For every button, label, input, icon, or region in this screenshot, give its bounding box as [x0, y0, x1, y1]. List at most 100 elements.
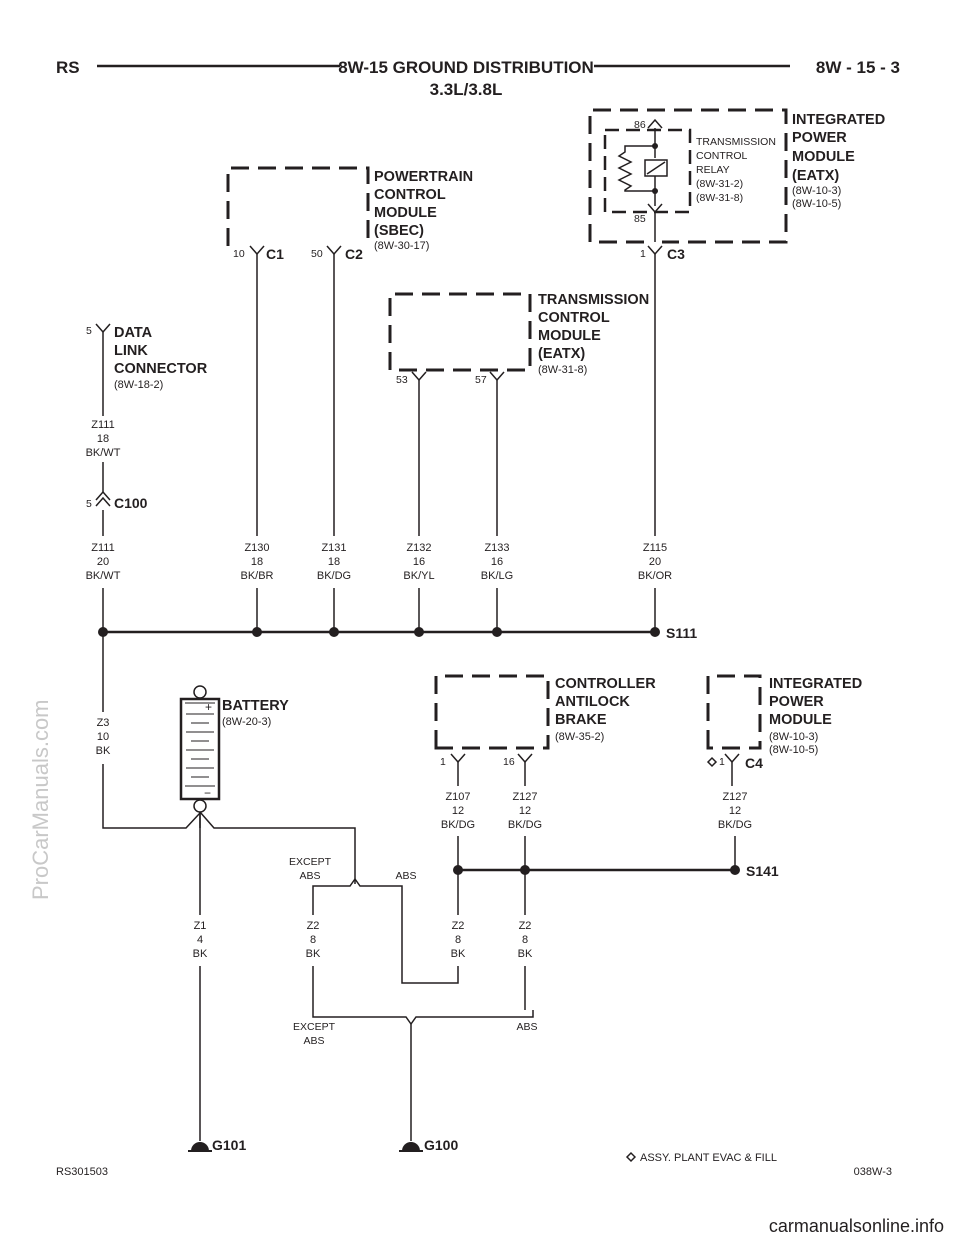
- connector-c1-terminal: [249, 245, 265, 256]
- wire-z130-gauge: 18: [251, 556, 263, 568]
- wire-z132-code: Z132: [406, 542, 431, 554]
- connector-c4-name: C4: [745, 755, 763, 771]
- pcm-ref: (8W-30-17): [374, 240, 429, 252]
- wire-z111-18-color: BK/WT: [86, 447, 121, 459]
- relay-resistor: [617, 145, 655, 192]
- wire-z115-code: Z115: [643, 542, 667, 554]
- ipm-outline: [706, 674, 762, 750]
- splice-s141-label: S141: [746, 863, 779, 879]
- option-abs-top: ABS: [395, 870, 416, 882]
- page-footer: RS301503 ASSY. PLANT EVAC & FILL 038W-3: [56, 1151, 892, 1178]
- tcm-name-4: (EATX): [538, 346, 585, 362]
- ground-g100: G100: [399, 1137, 458, 1153]
- tcm-pin-53-terminal: [411, 371, 427, 382]
- wire-z133-gauge: 16: [491, 556, 503, 568]
- relay-label-2: CONTROL: [696, 150, 747, 162]
- footer-figure-id: RS301503: [56, 1166, 108, 1178]
- dlc-pin: 5: [86, 325, 92, 337]
- wire-z115-gauge: 20: [649, 556, 661, 568]
- option-split-upper: EXCEPT ABS ABS Z2 8 BK: [289, 856, 459, 1010]
- ipm-eatx-name-3: MODULE: [792, 149, 855, 165]
- splice-s111: S111: [98, 625, 697, 641]
- wire-z3-lower: [102, 764, 201, 829]
- ground-g101-label: G101: [212, 1137, 246, 1153]
- wire-z111-20-gauge: 20: [97, 556, 109, 568]
- splice-node: [252, 627, 262, 637]
- relay-label-5: (8W-31-8): [696, 192, 743, 204]
- wire-z3-code: Z3: [97, 717, 110, 729]
- wire-z2b-gauge: 8: [455, 934, 461, 946]
- wire-z2b-code: Z2: [452, 920, 465, 932]
- dlc-terminal: [95, 323, 111, 334]
- connector-c2: 50 C2: [311, 245, 363, 262]
- option-split-upper-bracket: [312, 877, 403, 895]
- wire-z127a-gauge: 12: [519, 805, 531, 817]
- wire-z127b-gauge: 12: [729, 805, 741, 817]
- wire-z107-code: Z107: [445, 791, 470, 803]
- connector-c100-name: C100: [114, 495, 148, 511]
- wire-z133-code: Z133: [484, 542, 509, 554]
- ipm-name-3: MODULE: [769, 712, 832, 728]
- tcm-name-1: TRANSMISSION: [538, 292, 649, 308]
- wire-z127b-code: Z127: [722, 791, 747, 803]
- ground-g101-icon: [191, 1142, 209, 1151]
- page-subtitle: 3.3L/3.8L: [430, 80, 503, 99]
- wire-z3-color: BK: [96, 745, 111, 757]
- wire-z130-code: Z130: [244, 542, 269, 554]
- battery-minus-sign: −: [204, 786, 211, 800]
- wire-z1-color: BK: [193, 948, 208, 960]
- connector-c2-pin: 50: [311, 248, 323, 260]
- battery-negative-wires: Z1 4 BK: [193, 811, 356, 1141]
- wire-z111-20-code: Z111: [91, 542, 114, 554]
- wire-z2c-color: BK: [518, 948, 533, 960]
- ipm-eatx-name-1: INTEGRATED: [792, 112, 885, 128]
- battery-name: BATTERY: [222, 698, 289, 714]
- ipm-name-2: POWER: [769, 694, 824, 710]
- dlc-ref: (8W-18-2): [114, 379, 163, 391]
- cab-ref: (8W-35-2): [555, 731, 604, 743]
- pcm-name-3: MODULE: [374, 205, 437, 221]
- connector-c1-pin: 10: [233, 248, 245, 260]
- pcm-name-2: CONTROL: [374, 187, 446, 203]
- dlc-name-1: DATA: [114, 325, 153, 341]
- footer-figure-code: 038W-3: [854, 1166, 892, 1178]
- connector-c2-name: C2: [345, 246, 363, 262]
- connector-c4-pin: 1: [719, 756, 725, 768]
- cab-name-3: BRAKE: [555, 712, 607, 728]
- bottom-watermark: carmanualsonline.info: [769, 1216, 944, 1236]
- ipm-ref-2: (8W-10-5): [769, 744, 818, 756]
- cab-name-2: ANTILOCK: [555, 694, 630, 710]
- cab-outline: [434, 674, 550, 750]
- side-watermark: ProCarManuals.com: [28, 699, 53, 900]
- relay-label-4: (8W-31-2): [696, 178, 743, 190]
- option-except-abs-bottom-1: EXCEPT: [293, 1021, 336, 1033]
- wire-z131-code: Z131: [321, 542, 346, 554]
- tcm-ref: (8W-31-8): [538, 364, 587, 376]
- option-abs-bottom: ABS: [516, 1021, 537, 1033]
- connector-c2-terminal: [326, 245, 342, 256]
- splice-node: [414, 627, 424, 637]
- header-page-number: 8W - 15 - 3: [816, 58, 900, 77]
- connector-c100: 5 C100: [86, 490, 148, 511]
- dlc-name-2: LINK: [114, 343, 148, 359]
- splice-node: [492, 627, 502, 637]
- connector-c3-pin: 1: [640, 248, 646, 260]
- cab-pin-16: 16: [503, 756, 515, 768]
- tcm-name-2: CONTROL: [538, 310, 610, 326]
- battery-ref: (8W-20-3): [222, 716, 271, 728]
- dlc-name-3: CONNECTOR: [114, 361, 208, 377]
- tcm-module: TRANSMISSION CONTROL MODULE (EATX) (8W-3…: [388, 292, 649, 386]
- header-section-code: RS: [56, 58, 80, 77]
- tcm-pin-53: 53: [396, 374, 408, 386]
- relay-label-1: TRANSMISSION: [696, 136, 776, 148]
- wire-z127a-color: BK/DG: [508, 819, 542, 831]
- battery-negative-post: [193, 799, 207, 813]
- connector-c1-name: C1: [266, 246, 284, 262]
- connector-c3-terminal: [647, 245, 663, 256]
- cab-module: CONTROLLER ANTILOCK BRAKE (8W-35-2) 1 16: [434, 674, 656, 768]
- relay-label-3: RELAY: [696, 164, 730, 176]
- battery-component: + − BATTERY (8W-20-3): [179, 685, 289, 813]
- ipm-ref-1: (8W-10-3): [769, 731, 818, 743]
- legend-diamond-icon: [625, 1151, 637, 1163]
- battery-case: [179, 697, 221, 801]
